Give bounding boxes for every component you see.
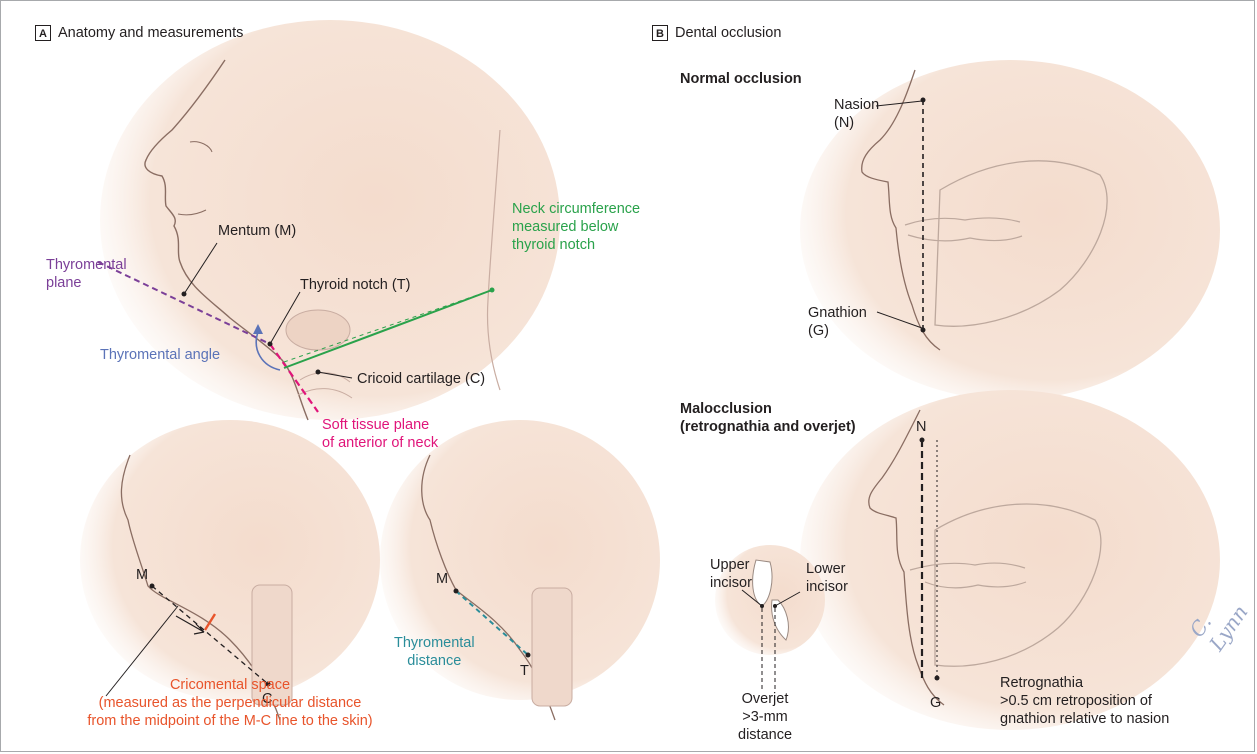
label-gnathion: Gnathion (G) bbox=[808, 304, 867, 340]
panel-b-header: B Dental occlusion bbox=[652, 25, 781, 41]
label-neck-circumference: Neck circumference measured below thyroi… bbox=[512, 200, 640, 254]
label-m-right: M bbox=[436, 570, 448, 588]
label-t-right: T bbox=[520, 662, 529, 680]
heading-malocclusion: Malocclusion (retrognathia and overjet) bbox=[680, 400, 856, 436]
label-mentum: Mentum (M) bbox=[218, 222, 296, 240]
label-overjet: Overjet >3-mm distance bbox=[738, 690, 792, 744]
label-n: N bbox=[916, 418, 926, 436]
label-soft-tissue-plane: Soft tissue plane of anterior of neck bbox=[322, 416, 438, 452]
panel-a-tag: A bbox=[35, 25, 51, 41]
panel-a-header: A Anatomy and measurements bbox=[35, 25, 243, 41]
label-cricoid-cartilage: Cricoid cartilage (C) bbox=[357, 370, 485, 388]
label-g: G bbox=[930, 694, 941, 712]
panel-b-tag: B bbox=[652, 25, 668, 41]
label-nasion: Nasion (N) bbox=[834, 96, 879, 132]
label-lower-incisor: Lower incisor bbox=[806, 560, 848, 596]
heading-normal-occlusion: Normal occlusion bbox=[680, 70, 802, 88]
panel-a-title: Anatomy and measurements bbox=[58, 25, 243, 41]
label-thyromental-angle: Thyromental angle bbox=[100, 346, 220, 364]
label-thyromental-distance: Thyromental distance bbox=[394, 634, 475, 670]
label-m-left: M bbox=[136, 566, 148, 584]
head-profile-bottom-left bbox=[80, 420, 380, 720]
panel-b-title: Dental occlusion bbox=[675, 25, 781, 41]
label-upper-incisor: Upper incisor bbox=[710, 556, 752, 592]
label-cricomental-space: Cricomental space (measured as the perpe… bbox=[45, 676, 415, 730]
label-retrognathia: Retrognathia >0.5 cm retroposition of gn… bbox=[1000, 674, 1169, 728]
label-thyroid-notch: Thyroid notch (T) bbox=[300, 276, 410, 294]
label-thyromental-plane: Thyromental plane bbox=[46, 256, 127, 292]
